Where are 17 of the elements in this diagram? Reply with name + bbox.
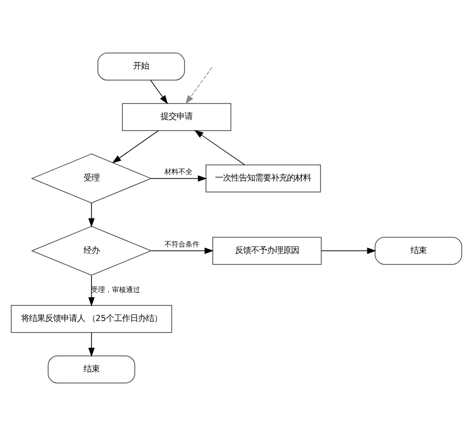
arrow [150,175,207,182]
arrow [194,130,246,166]
node-box: 结束 [48,355,136,384]
arrow [112,130,159,164]
node-box: 一次性告知需要补充的材料 [206,164,321,192]
arrow [88,332,95,357]
arrow [150,248,214,254]
node-diamond: 经办 [30,226,152,276]
node-box: 开始 [98,52,185,81]
node-box: 提交申请 [122,103,232,131]
arrow [88,202,95,228]
arrow [150,80,168,104]
arrow [321,248,376,254]
node-box: 反馈不予办理原因 [212,236,322,265]
arrow [185,66,212,104]
node-box: 结束 [374,236,462,265]
node-box: 将结果反馈申请人 （25个工作日办结） [10,305,172,333]
